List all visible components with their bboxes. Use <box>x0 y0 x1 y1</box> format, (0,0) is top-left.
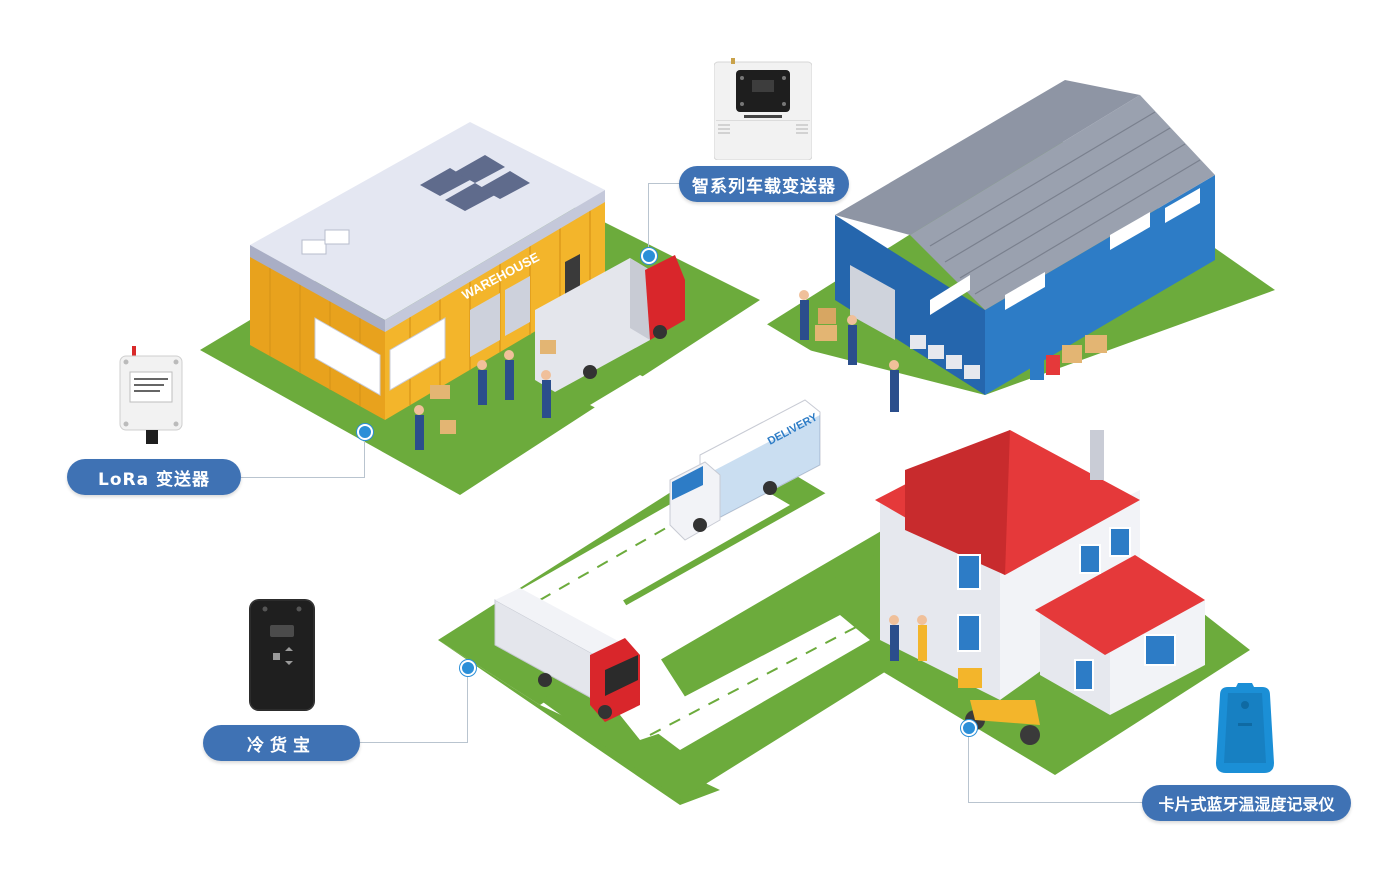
cold-box-device-icon <box>249 599 315 711</box>
lora-leader-line <box>241 432 365 478</box>
coldbox-marker-dot <box>460 660 476 676</box>
truck-loading <box>535 255 685 392</box>
lora-marker-dot <box>357 424 373 440</box>
vehicle-leader-line <box>648 183 680 252</box>
house <box>875 430 1205 745</box>
workers <box>414 290 927 661</box>
delivery-truck: DELIVERY <box>669 399 821 541</box>
lora-transmitter-label[interactable]: LoRa 变送器 <box>67 459 241 495</box>
card-leader-line <box>968 727 1143 803</box>
red-truck <box>494 588 640 722</box>
card-logger-label[interactable]: 卡片式蓝牙温湿度记录仪 <box>1142 785 1351 821</box>
coldbox-leader-line <box>360 667 468 743</box>
card-marker-dot <box>961 720 977 736</box>
blue-warehouse <box>815 80 1215 395</box>
yellow-warehouse: WAREHOUSE <box>250 122 605 420</box>
vehicle-transmitter-device-icon <box>713 58 813 161</box>
card-logger-device-icon <box>1214 683 1276 775</box>
cold-box-label[interactable]: 冷货宝 <box>203 725 360 761</box>
vehicle-marker-dot <box>641 248 657 264</box>
vehicle-transmitter-label[interactable]: 智系列车载变送器 <box>679 166 849 202</box>
lora-transmitter-device-icon <box>116 346 186 446</box>
